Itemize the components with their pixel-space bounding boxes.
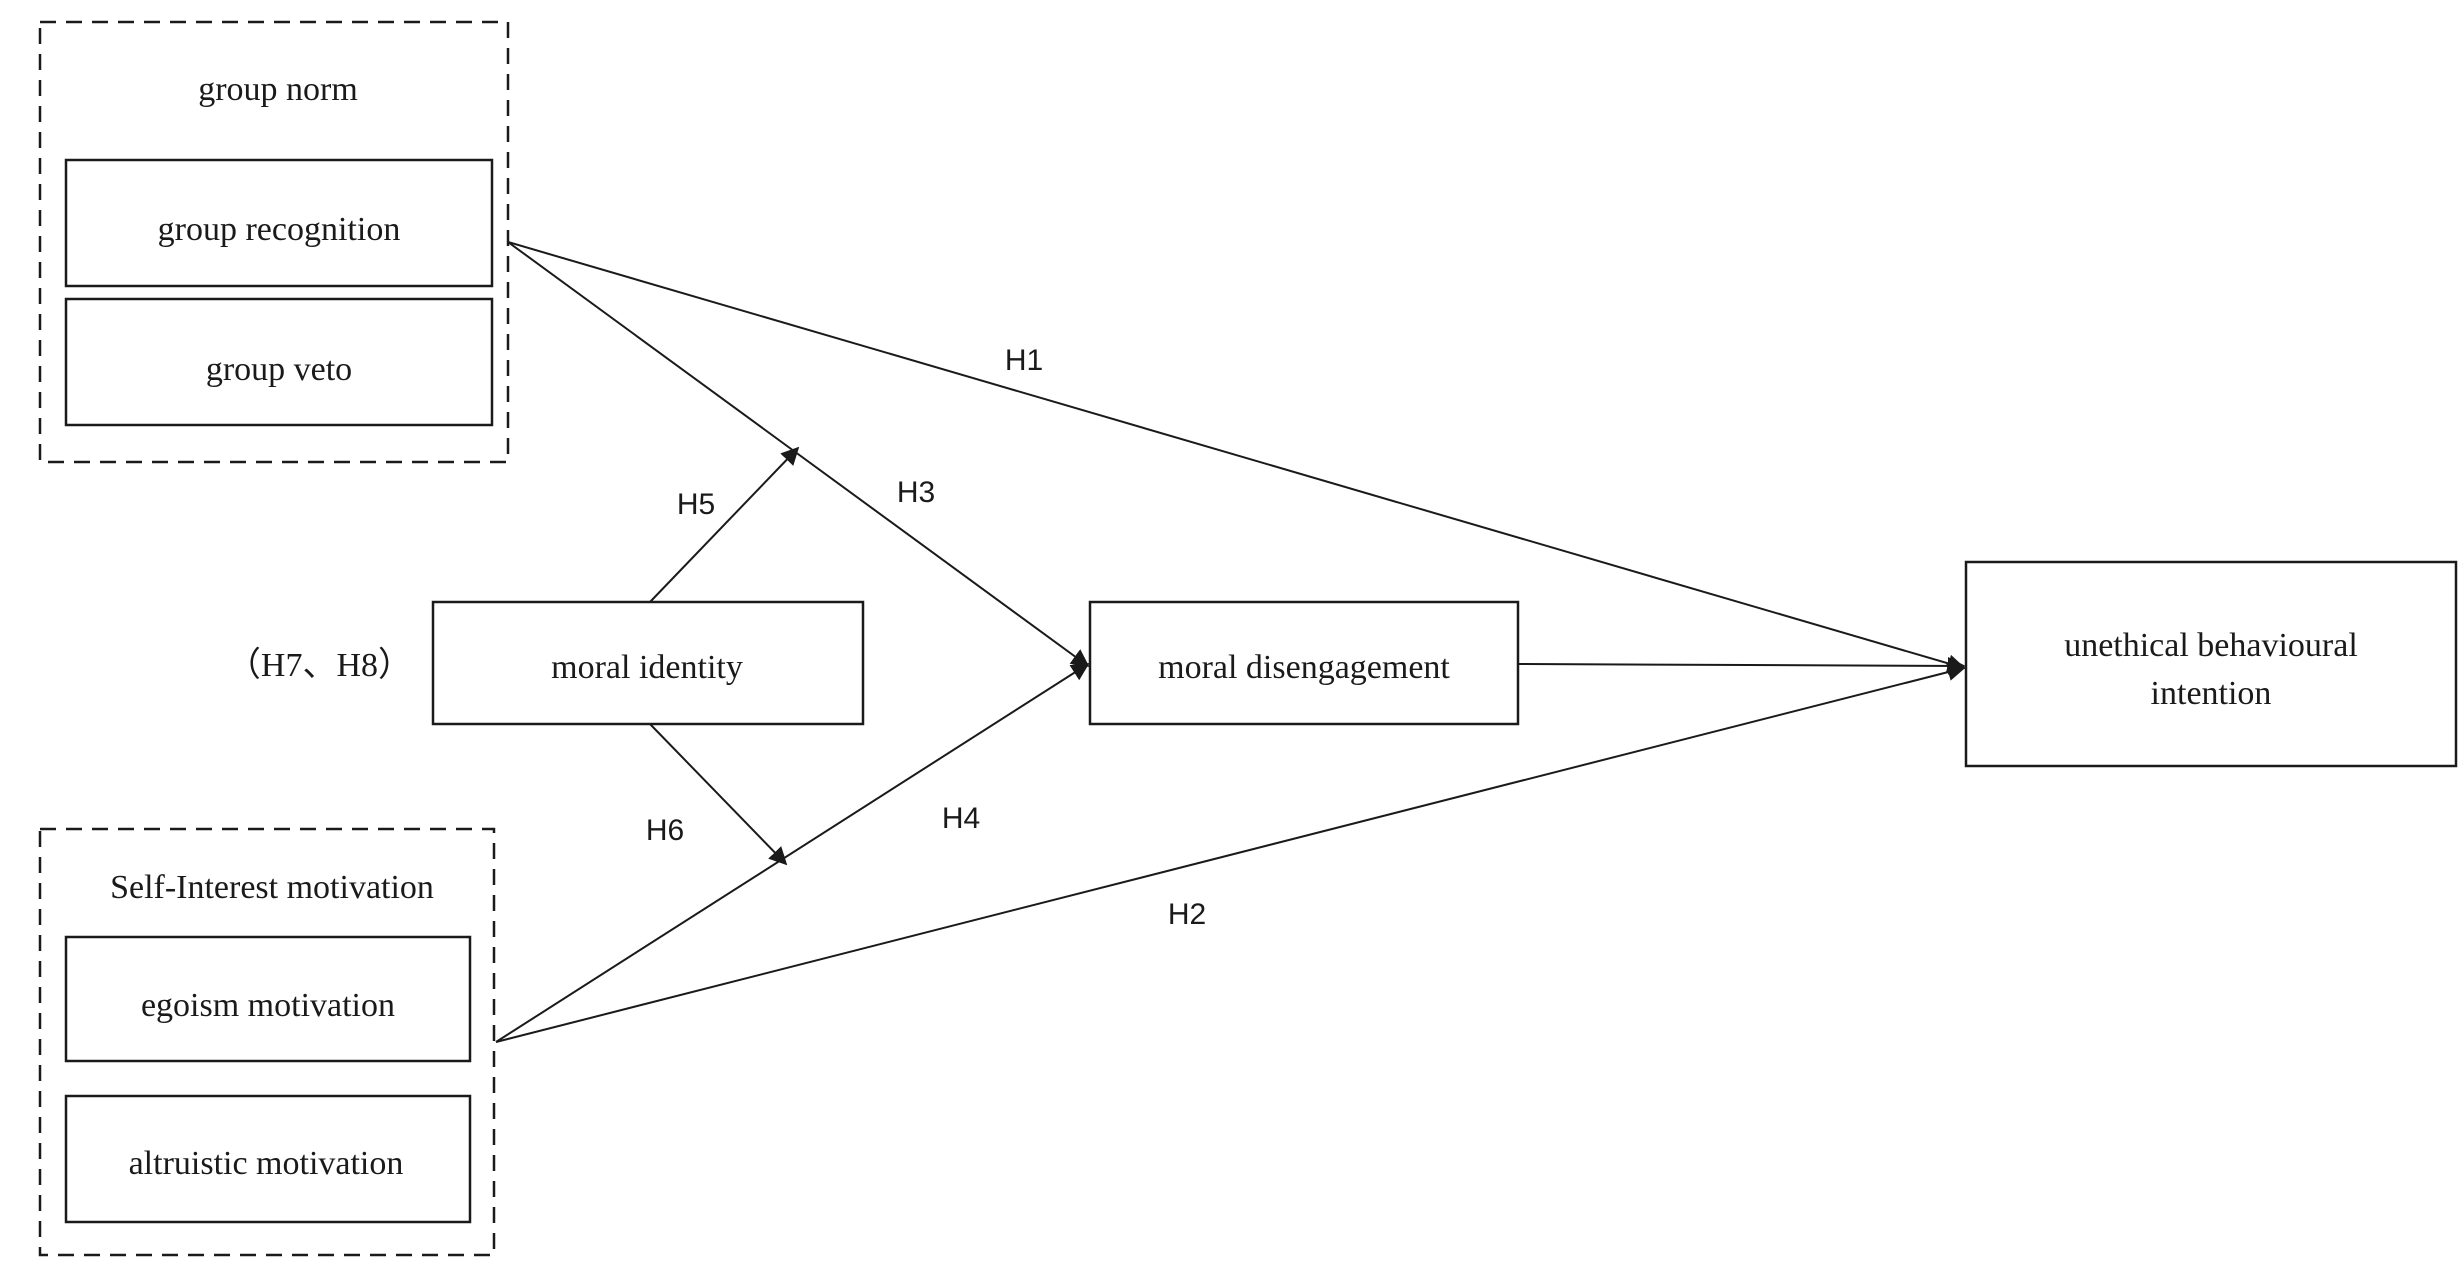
label-h1: H1 [1005, 344, 1043, 377]
self-interest-container [38, 827, 496, 1257]
edges [495, 241, 1966, 1043]
label-h2: H2 [1168, 898, 1206, 931]
egoism-motivation-box [64, 935, 472, 1063]
edge-h1 [507, 241, 1966, 673]
self-interest-group: Self-Interest motivation egoism motivati… [38, 827, 496, 1257]
moral-identity-box [431, 600, 865, 726]
edge-labels: H1 H2 H3 H4 H5 H6 [646, 344, 1206, 931]
group-recognition-label: group recognition [158, 211, 401, 248]
unethical-intention-label-line2: intention [2151, 675, 2272, 712]
label-h6: H6 [646, 814, 684, 847]
group-norm-group: group norm group recognition group veto [38, 20, 510, 464]
moral-identity-node: （H7、H8） moral identity [227, 600, 865, 726]
unethical-intention-node: unethical behavioural intention [1964, 560, 2458, 768]
edge-h4 [495, 663, 1090, 1043]
moral-disengagement-box [1088, 600, 1520, 726]
altruistic-motivation-box [64, 1094, 472, 1224]
label-h5: H5 [677, 488, 715, 521]
moral-identity-hypotheses-note: （H7、H8） [227, 646, 412, 684]
moral-identity-label: moral identity [551, 649, 743, 686]
moral-disengagement-label: moral disengagement [1158, 649, 1450, 686]
edge-h2 [495, 663, 1966, 1043]
label-h3: H3 [897, 476, 935, 509]
group-veto-box [64, 297, 494, 427]
edge-h5 [649, 446, 800, 603]
self-interest-title: Self-Interest motivation [110, 869, 434, 906]
altruistic-motivation-label: altruistic motivation [129, 1145, 404, 1182]
edge-md-to-intention [1517, 656, 1966, 675]
edge-h6 [649, 723, 788, 866]
group-norm-title: group norm [198, 71, 358, 108]
unethical-intention-label-line1: unethical behavioural [2064, 627, 2358, 664]
moral-disengagement-node: moral disengagement [1088, 600, 1520, 726]
label-h4: H4 [942, 802, 980, 835]
egoism-motivation-label: egoism motivation [141, 987, 395, 1024]
group-veto-label: group veto [206, 351, 352, 388]
unethical-intention-box [1964, 560, 2458, 768]
group-recognition-box [64, 158, 494, 288]
